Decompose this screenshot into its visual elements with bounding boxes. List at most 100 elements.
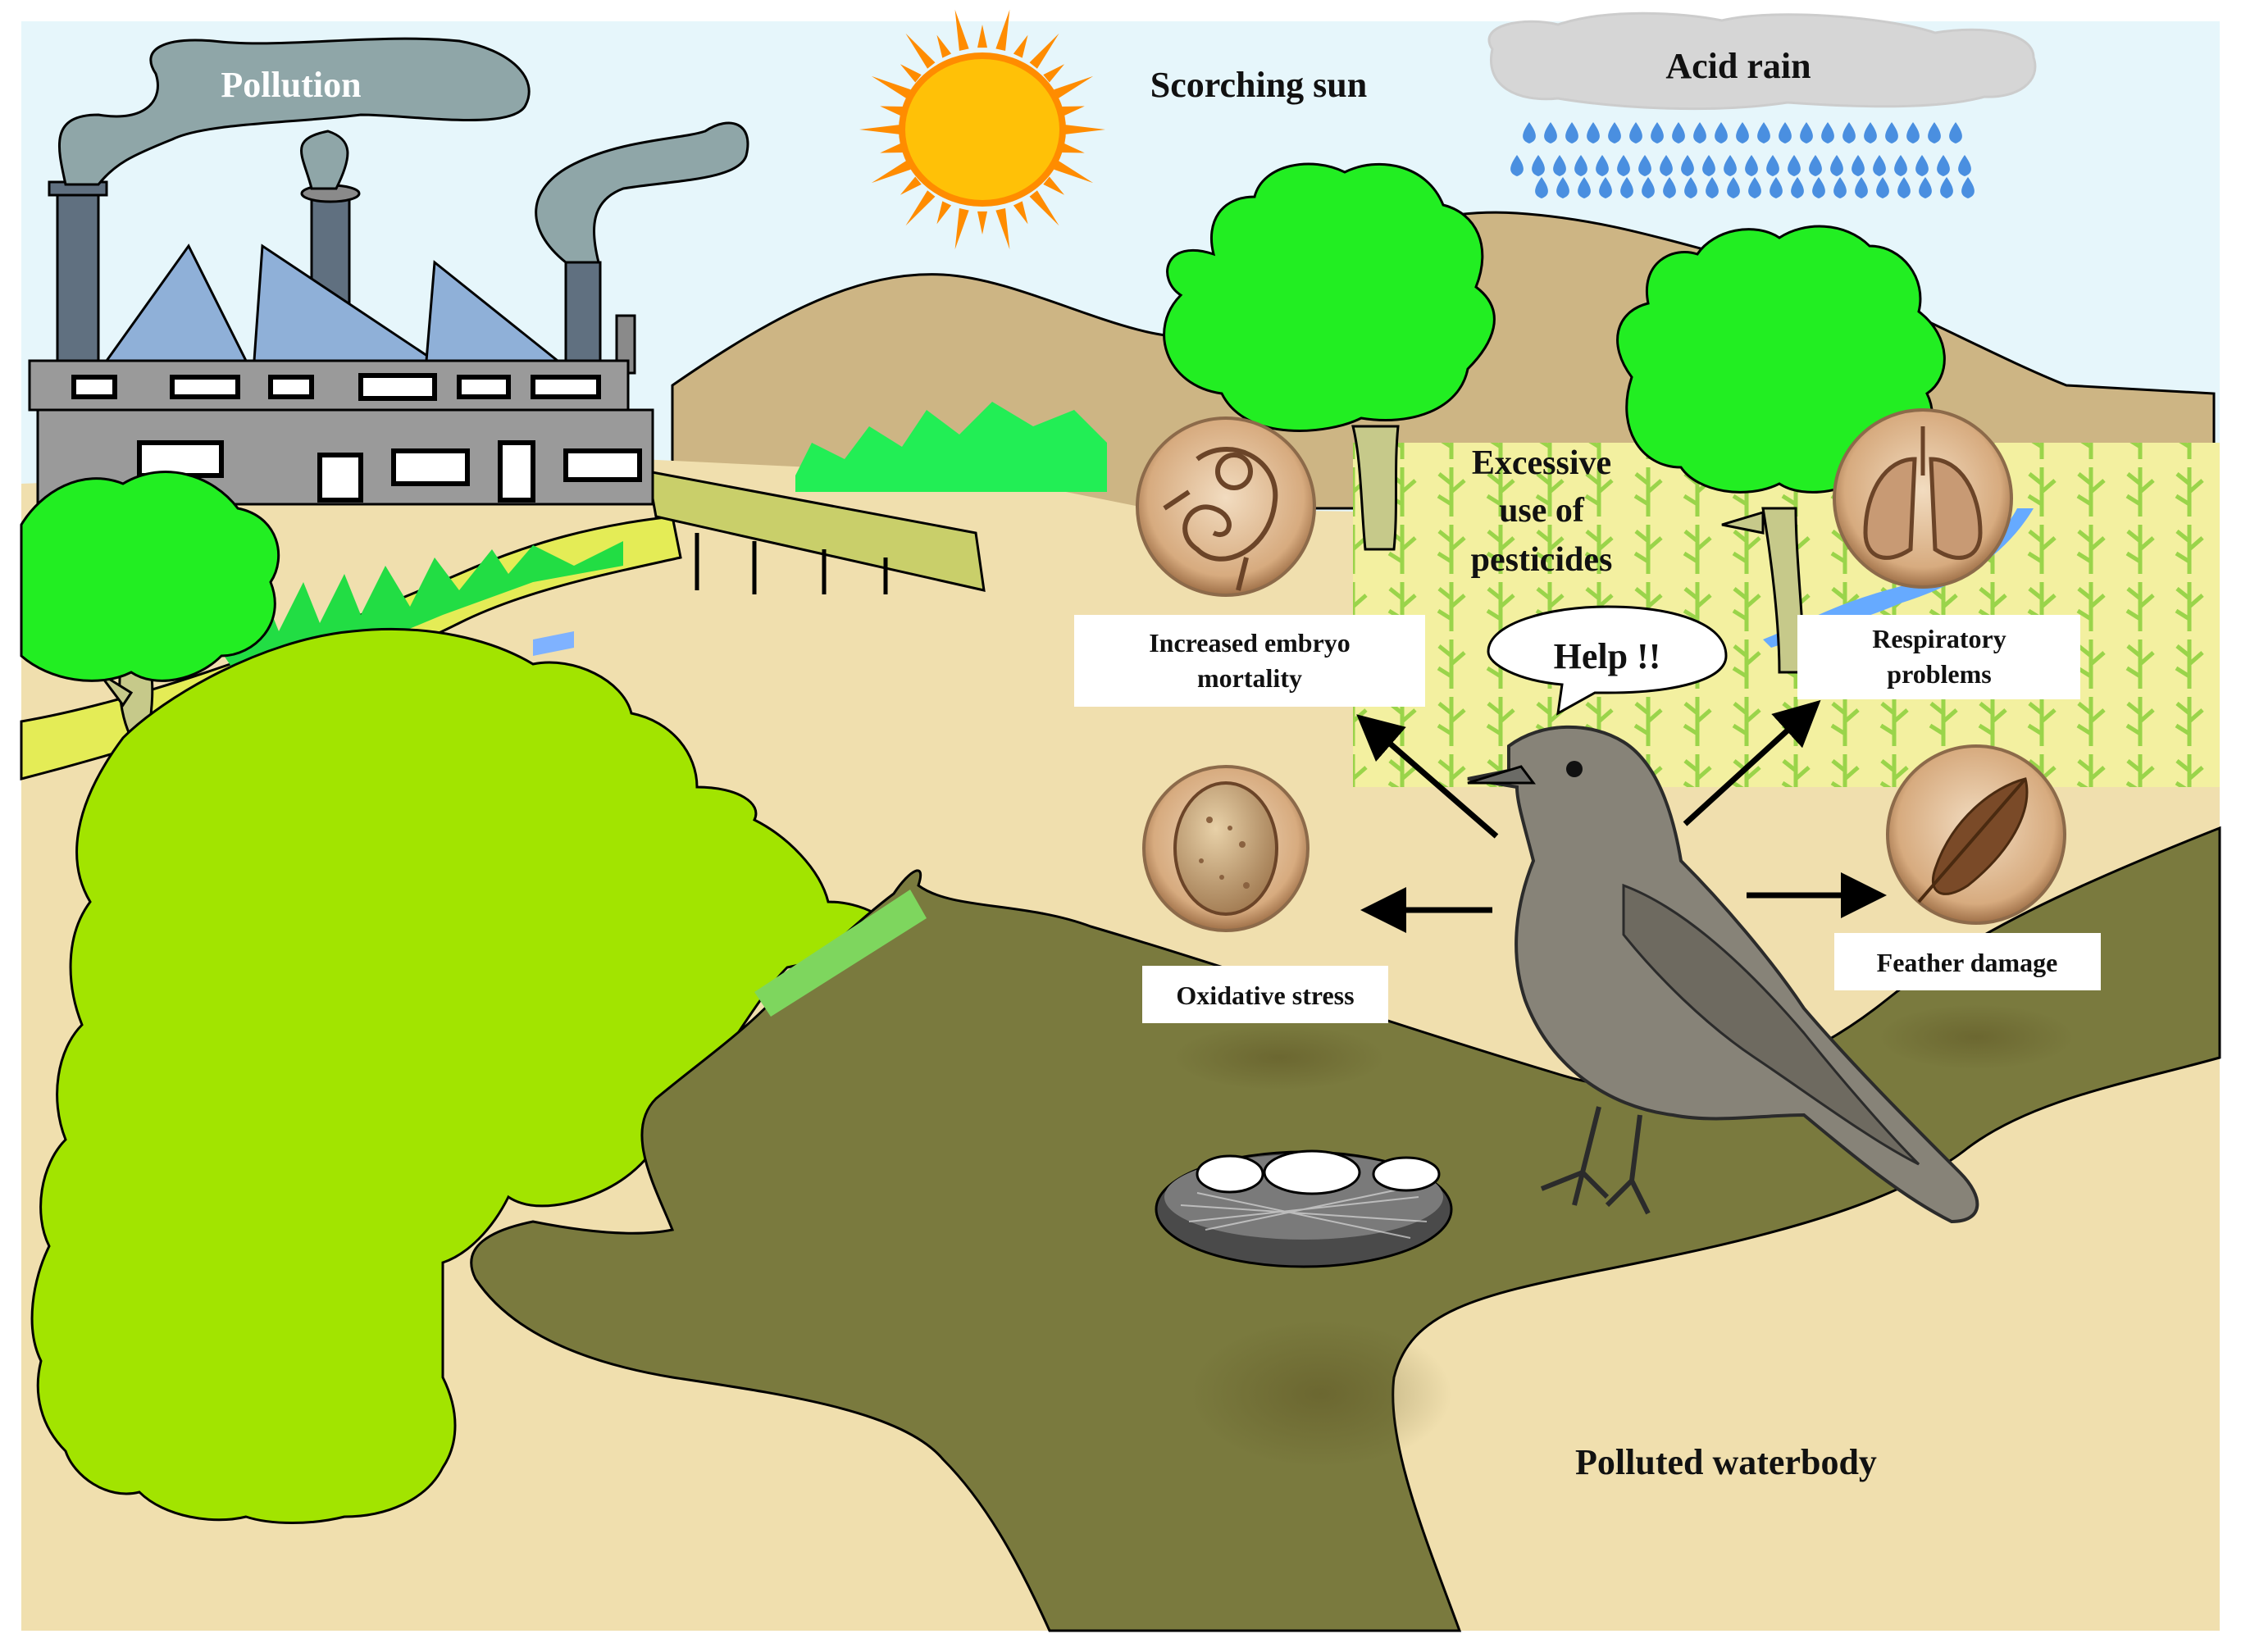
pesticides-label-line2: use of [1499, 492, 1585, 530]
raindrop-icon [1830, 155, 1843, 176]
embryo-label-line2: mortality [1197, 663, 1302, 693]
raindrop-icon [1510, 155, 1524, 176]
shadow [1878, 1004, 2075, 1070]
sun-ray [995, 207, 1010, 250]
respiratory-label-line1: Respiratory [1872, 624, 2006, 653]
raindrop-icon [1578, 177, 1591, 198]
raindrop-icon [1706, 177, 1719, 198]
raindrop-icon [1663, 177, 1676, 198]
smoke-icon [57, 37, 749, 264]
sun-ray [977, 211, 987, 234]
sun-ray [1043, 176, 1065, 195]
raindrop-icon [1565, 122, 1578, 143]
embryo-badge [1136, 416, 1316, 597]
raindrop-icon [1919, 177, 1932, 198]
raindrop-icon [1864, 122, 1877, 143]
tree-icon [1163, 162, 1496, 551]
raindrop-icon [1617, 155, 1630, 176]
sun-ray [1060, 106, 1085, 116]
sun-ray [905, 33, 936, 69]
acid-rain-drops [1510, 122, 1975, 198]
raindrop-icon [1544, 122, 1557, 143]
help-label: Help !! [1554, 636, 1661, 676]
raindrop-icon [1702, 155, 1715, 176]
sun-ray [905, 190, 936, 226]
pollution-label: Pollution [221, 65, 361, 105]
raindrop-icon [1535, 177, 1548, 198]
raindrop-icon [1587, 122, 1600, 143]
sun-ray [1029, 190, 1059, 226]
sun-ray [1060, 143, 1085, 153]
raindrop-icon [1757, 122, 1770, 143]
raindrop-icon [1958, 155, 1971, 176]
raindrop-icon [1651, 122, 1664, 143]
raindrop-icon [1894, 155, 1907, 176]
waterbody-label: Polluted waterbody [1575, 1442, 1877, 1482]
raindrop-icon [1748, 177, 1761, 198]
sun-icon [859, 9, 1105, 250]
feather-label: Feather damage [1877, 948, 2058, 977]
sun-ray [900, 176, 922, 195]
raindrop-icon [1553, 155, 1566, 176]
raindrop-icon [1672, 122, 1685, 143]
raindrop-icon [1684, 177, 1697, 198]
lungs-icon [1863, 426, 1983, 560]
raindrop-icon [1727, 177, 1740, 198]
acid-rain-label: Acid rain [1665, 46, 1811, 86]
raindrop-icon [1660, 155, 1673, 176]
raindrop-icon [1779, 122, 1792, 143]
sun-ray [977, 25, 987, 48]
raindrop-icon [1873, 155, 1886, 176]
raindrop-icon [1809, 155, 1822, 176]
sun-ray [900, 64, 922, 83]
raindrop-icon [1556, 177, 1569, 198]
raindrop-icon [1937, 155, 1950, 176]
raindrop-icon [1961, 177, 1975, 198]
raindrop-icon [1940, 177, 1953, 198]
raindrop-icon [1745, 155, 1758, 176]
sun-ray [1054, 75, 1094, 99]
raindrop-icon [1833, 177, 1847, 198]
feather-label-box [1834, 933, 2101, 990]
embryo-label-line1: Increased embryo [1149, 628, 1351, 658]
raindrop-icon [1596, 155, 1609, 176]
raindrop-icon [1791, 177, 1804, 198]
stream [1763, 508, 2034, 648]
shadow [1189, 1320, 1451, 1468]
stream-puddle [533, 631, 574, 656]
sun-ray [1013, 34, 1028, 58]
raindrop-icon [1574, 155, 1587, 176]
raindrop-icon [1906, 122, 1920, 143]
speech-bubble-icon [1487, 605, 1728, 716]
raindrop-icon [1915, 155, 1929, 176]
sun-ray [880, 143, 904, 153]
raindrop-icon [1681, 155, 1694, 176]
raindrop-icon [1523, 122, 1536, 143]
sun-ray [954, 9, 969, 52]
feather-icon [1917, 777, 2029, 903]
embryo-label-box [1074, 615, 1425, 707]
tree-canopy [30, 627, 904, 1524]
sun-ray [1054, 160, 1094, 184]
respiratory-label-box [1797, 615, 2080, 699]
nest-icon [1155, 1149, 1453, 1268]
sun-ray [995, 9, 1010, 52]
egg-icon [1173, 781, 1278, 916]
pesticides-label-line3: pesticides [1471, 541, 1613, 579]
sun-ray [1029, 33, 1059, 69]
raindrop-icon [1928, 122, 1941, 143]
raindrop-icon [1812, 177, 1825, 198]
sun-ray [859, 125, 901, 134]
sun-ray [936, 34, 952, 58]
raindrop-icon [1800, 122, 1813, 143]
raindrop-icon [1642, 177, 1655, 198]
sun-ray [1013, 201, 1028, 225]
raindrop-icon [1897, 177, 1911, 198]
sun-ray [954, 207, 969, 250]
bushes [795, 402, 1107, 492]
bird-icon [1467, 725, 1979, 1224]
raindrop-icon [1949, 122, 1962, 143]
raindrop-icon [1724, 155, 1737, 176]
raindrop-icon [1852, 155, 1865, 176]
